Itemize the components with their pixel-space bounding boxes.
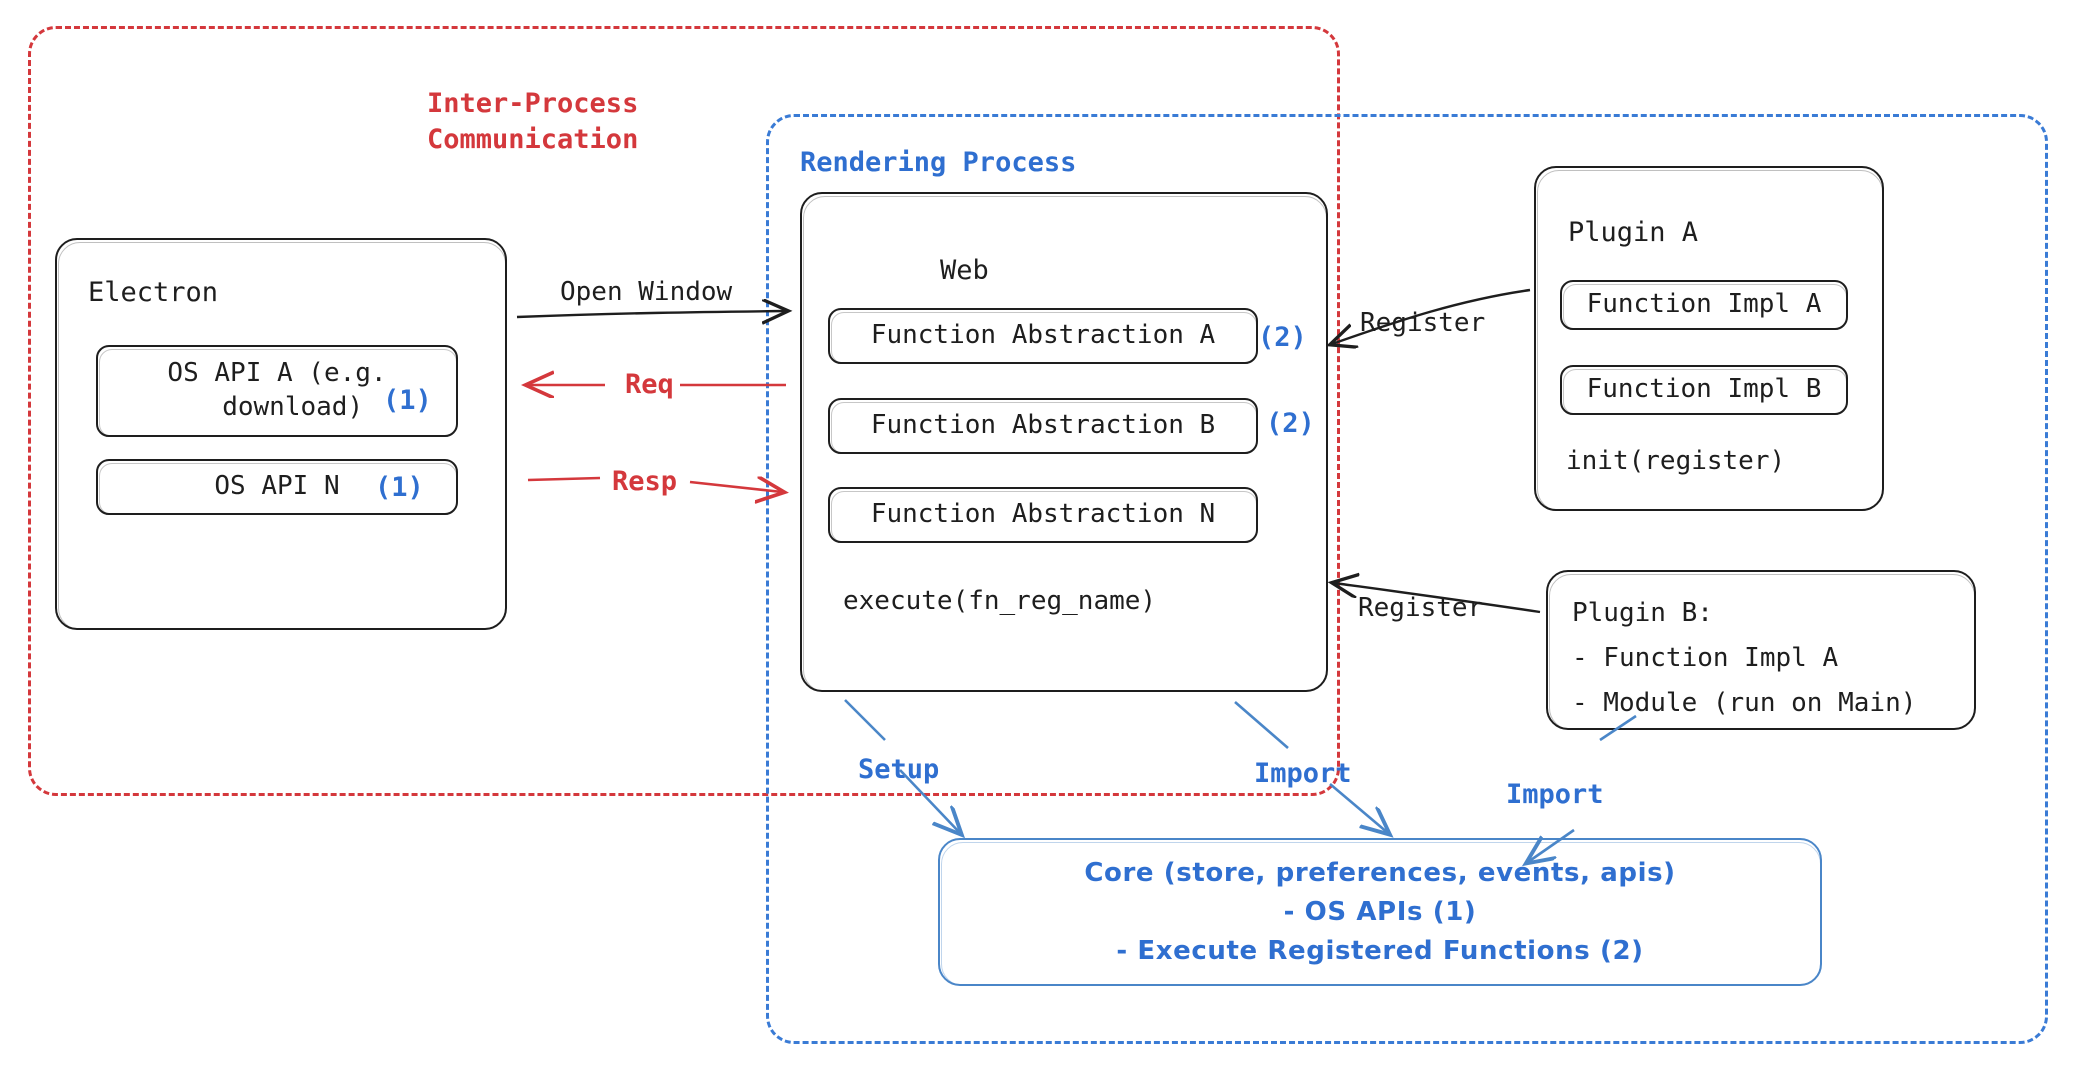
core-line-1: Core (store, preferences, events, apis) xyxy=(1084,857,1676,888)
arrow-label-setup: Setup xyxy=(858,754,940,785)
arrow-label-resp: Resp xyxy=(612,466,678,497)
web-execute-label: execute(fn_reg_name) xyxy=(843,586,1157,616)
region-ipc-label: Inter-Process Communication xyxy=(427,88,639,155)
arrow-label-open-window: Open Window xyxy=(560,277,733,307)
plugin-a-function-impl-b-box[interactable]: Function Impl B xyxy=(1560,365,1848,415)
function-abstraction-a-box[interactable]: Function Abstraction A xyxy=(828,308,1258,364)
os-api-n-marker: (1) xyxy=(375,472,424,503)
plugin-a-title: Plugin A xyxy=(1568,217,1699,248)
plugin-b-item-module: - Module (run on Main) xyxy=(1572,688,1917,718)
function-abstraction-a-marker: (2) xyxy=(1258,322,1307,353)
plugin-b-box xyxy=(1546,570,1976,730)
arrow-label-import-web: Import xyxy=(1254,758,1352,789)
function-abstraction-b-box[interactable]: Function Abstraction B xyxy=(828,398,1258,454)
function-abstraction-n-box[interactable]: Function Abstraction N xyxy=(828,487,1258,543)
plugin-a-function-impl-b-label: Function Impl B xyxy=(1586,374,1822,405)
arrow-label-register-top: Register xyxy=(1360,308,1486,338)
arrow-label-req: Req xyxy=(625,369,674,400)
os-api-n-box[interactable]: OS API N xyxy=(96,459,458,515)
os-api-n-label: OS API N xyxy=(214,471,340,502)
function-abstraction-b-marker: (2) xyxy=(1266,408,1315,439)
core-box: Core (store, preferences, events, apis) … xyxy=(938,838,1822,986)
os-api-a-box[interactable]: OS API A (e.g. download) xyxy=(96,345,458,437)
function-abstraction-b-label: Function Abstraction B xyxy=(870,410,1216,441)
arrow-label-register-bottom: Register xyxy=(1358,593,1484,623)
electron-title: Electron xyxy=(88,277,219,308)
plugin-a-function-impl-a-label: Function Impl A xyxy=(1586,289,1822,320)
region-rendering-process-label: Rendering Process xyxy=(800,147,1077,178)
plugin-a-init-label: init(register) xyxy=(1566,446,1786,476)
core-line-3: - Execute Registered Functions (2) xyxy=(1116,935,1644,966)
plugin-b-item-function-impl-a: - Function Impl A xyxy=(1572,643,1839,673)
plugin-a-function-impl-a-box[interactable]: Function Impl A xyxy=(1560,280,1848,330)
function-abstraction-a-label: Function Abstraction A xyxy=(870,320,1216,351)
plugin-b-title: Plugin B: xyxy=(1572,598,1713,628)
core-line-2: - OS APIs (1) xyxy=(1283,896,1477,927)
os-api-a-marker: (1) xyxy=(383,385,432,416)
function-abstraction-n-label: Function Abstraction N xyxy=(870,499,1216,530)
web-title: Web xyxy=(940,255,989,286)
arrow-label-import-plugin: Import xyxy=(1506,779,1604,810)
region-inter-process-communication xyxy=(28,26,1340,796)
region-rendering-process xyxy=(766,114,2048,1044)
os-api-a-label: OS API A (e.g. download) xyxy=(167,358,387,422)
plugin-a-box xyxy=(1534,166,1884,511)
